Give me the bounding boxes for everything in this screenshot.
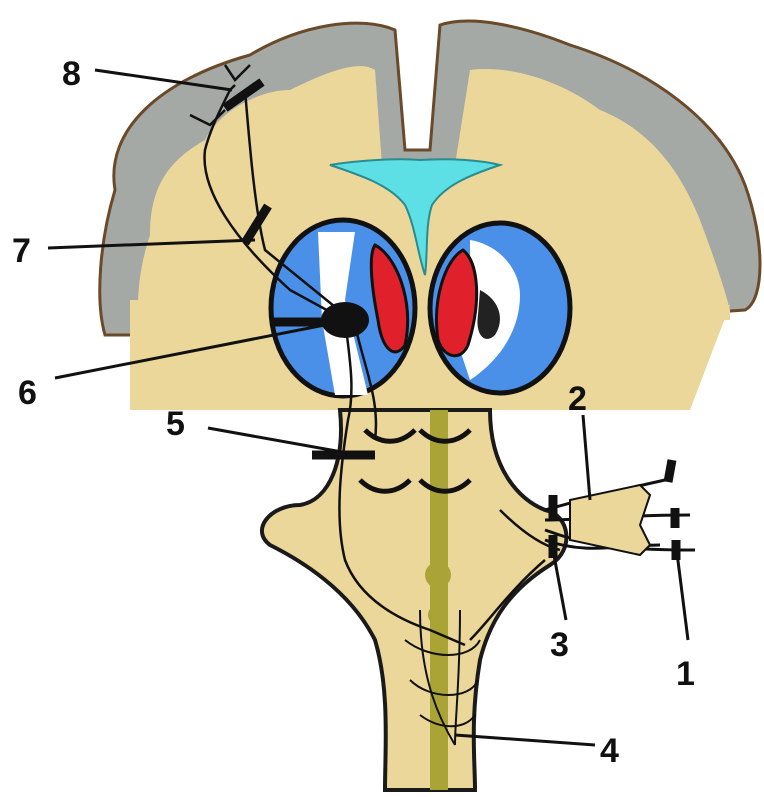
label-4: 4 [600,732,619,770]
label-8: 8 [62,55,81,93]
label-1: 1 [676,655,695,693]
midline-tract-node [425,562,451,588]
brainstem [262,410,566,790]
midline-tract-node [428,605,448,625]
nerve-bundle [570,485,650,555]
label-6: 6 [18,374,37,412]
midline-tract [430,410,448,790]
label-2: 2 [568,380,587,418]
label-3: 3 [550,626,569,664]
label-5: 5 [166,405,185,443]
label-7: 7 [12,232,31,270]
